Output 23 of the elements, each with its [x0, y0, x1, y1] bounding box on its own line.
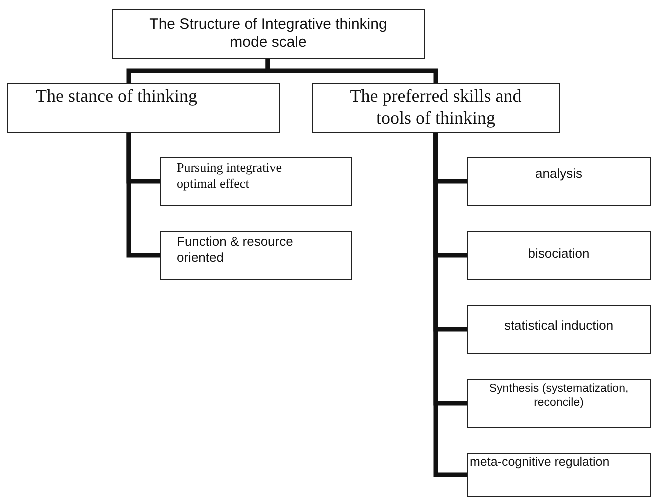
box-label: analysis	[536, 166, 582, 182]
connector-line	[434, 133, 467, 478]
category-box	[160, 157, 352, 206]
box-label: Synthesis (systematization, reconcile)	[488, 383, 630, 411]
category-box	[112, 9, 425, 59]
category-box	[467, 157, 651, 206]
box-label: statistical induction	[504, 318, 614, 334]
box-label: Pursuing integrative optimal effect	[177, 160, 284, 192]
category-box	[160, 231, 352, 280]
connector-line	[266, 59, 438, 83]
box-label: meta-cognitive regulation	[470, 455, 610, 470]
category-box	[467, 379, 651, 428]
category-box	[7, 83, 280, 133]
category-box	[467, 453, 651, 497]
box-label: The Structure of Integrative thinking mode scale	[148, 16, 388, 52]
box-label: Function & resource oriented	[177, 234, 294, 266]
box-label: The stance of thinking	[36, 86, 198, 108]
category-box	[467, 231, 651, 280]
box-label: The preferred skills and tools of thinking	[349, 86, 523, 130]
category-box	[467, 305, 651, 354]
box-label: bisociation	[528, 246, 590, 262]
category-box	[312, 83, 560, 133]
connector-line	[126, 133, 160, 258]
